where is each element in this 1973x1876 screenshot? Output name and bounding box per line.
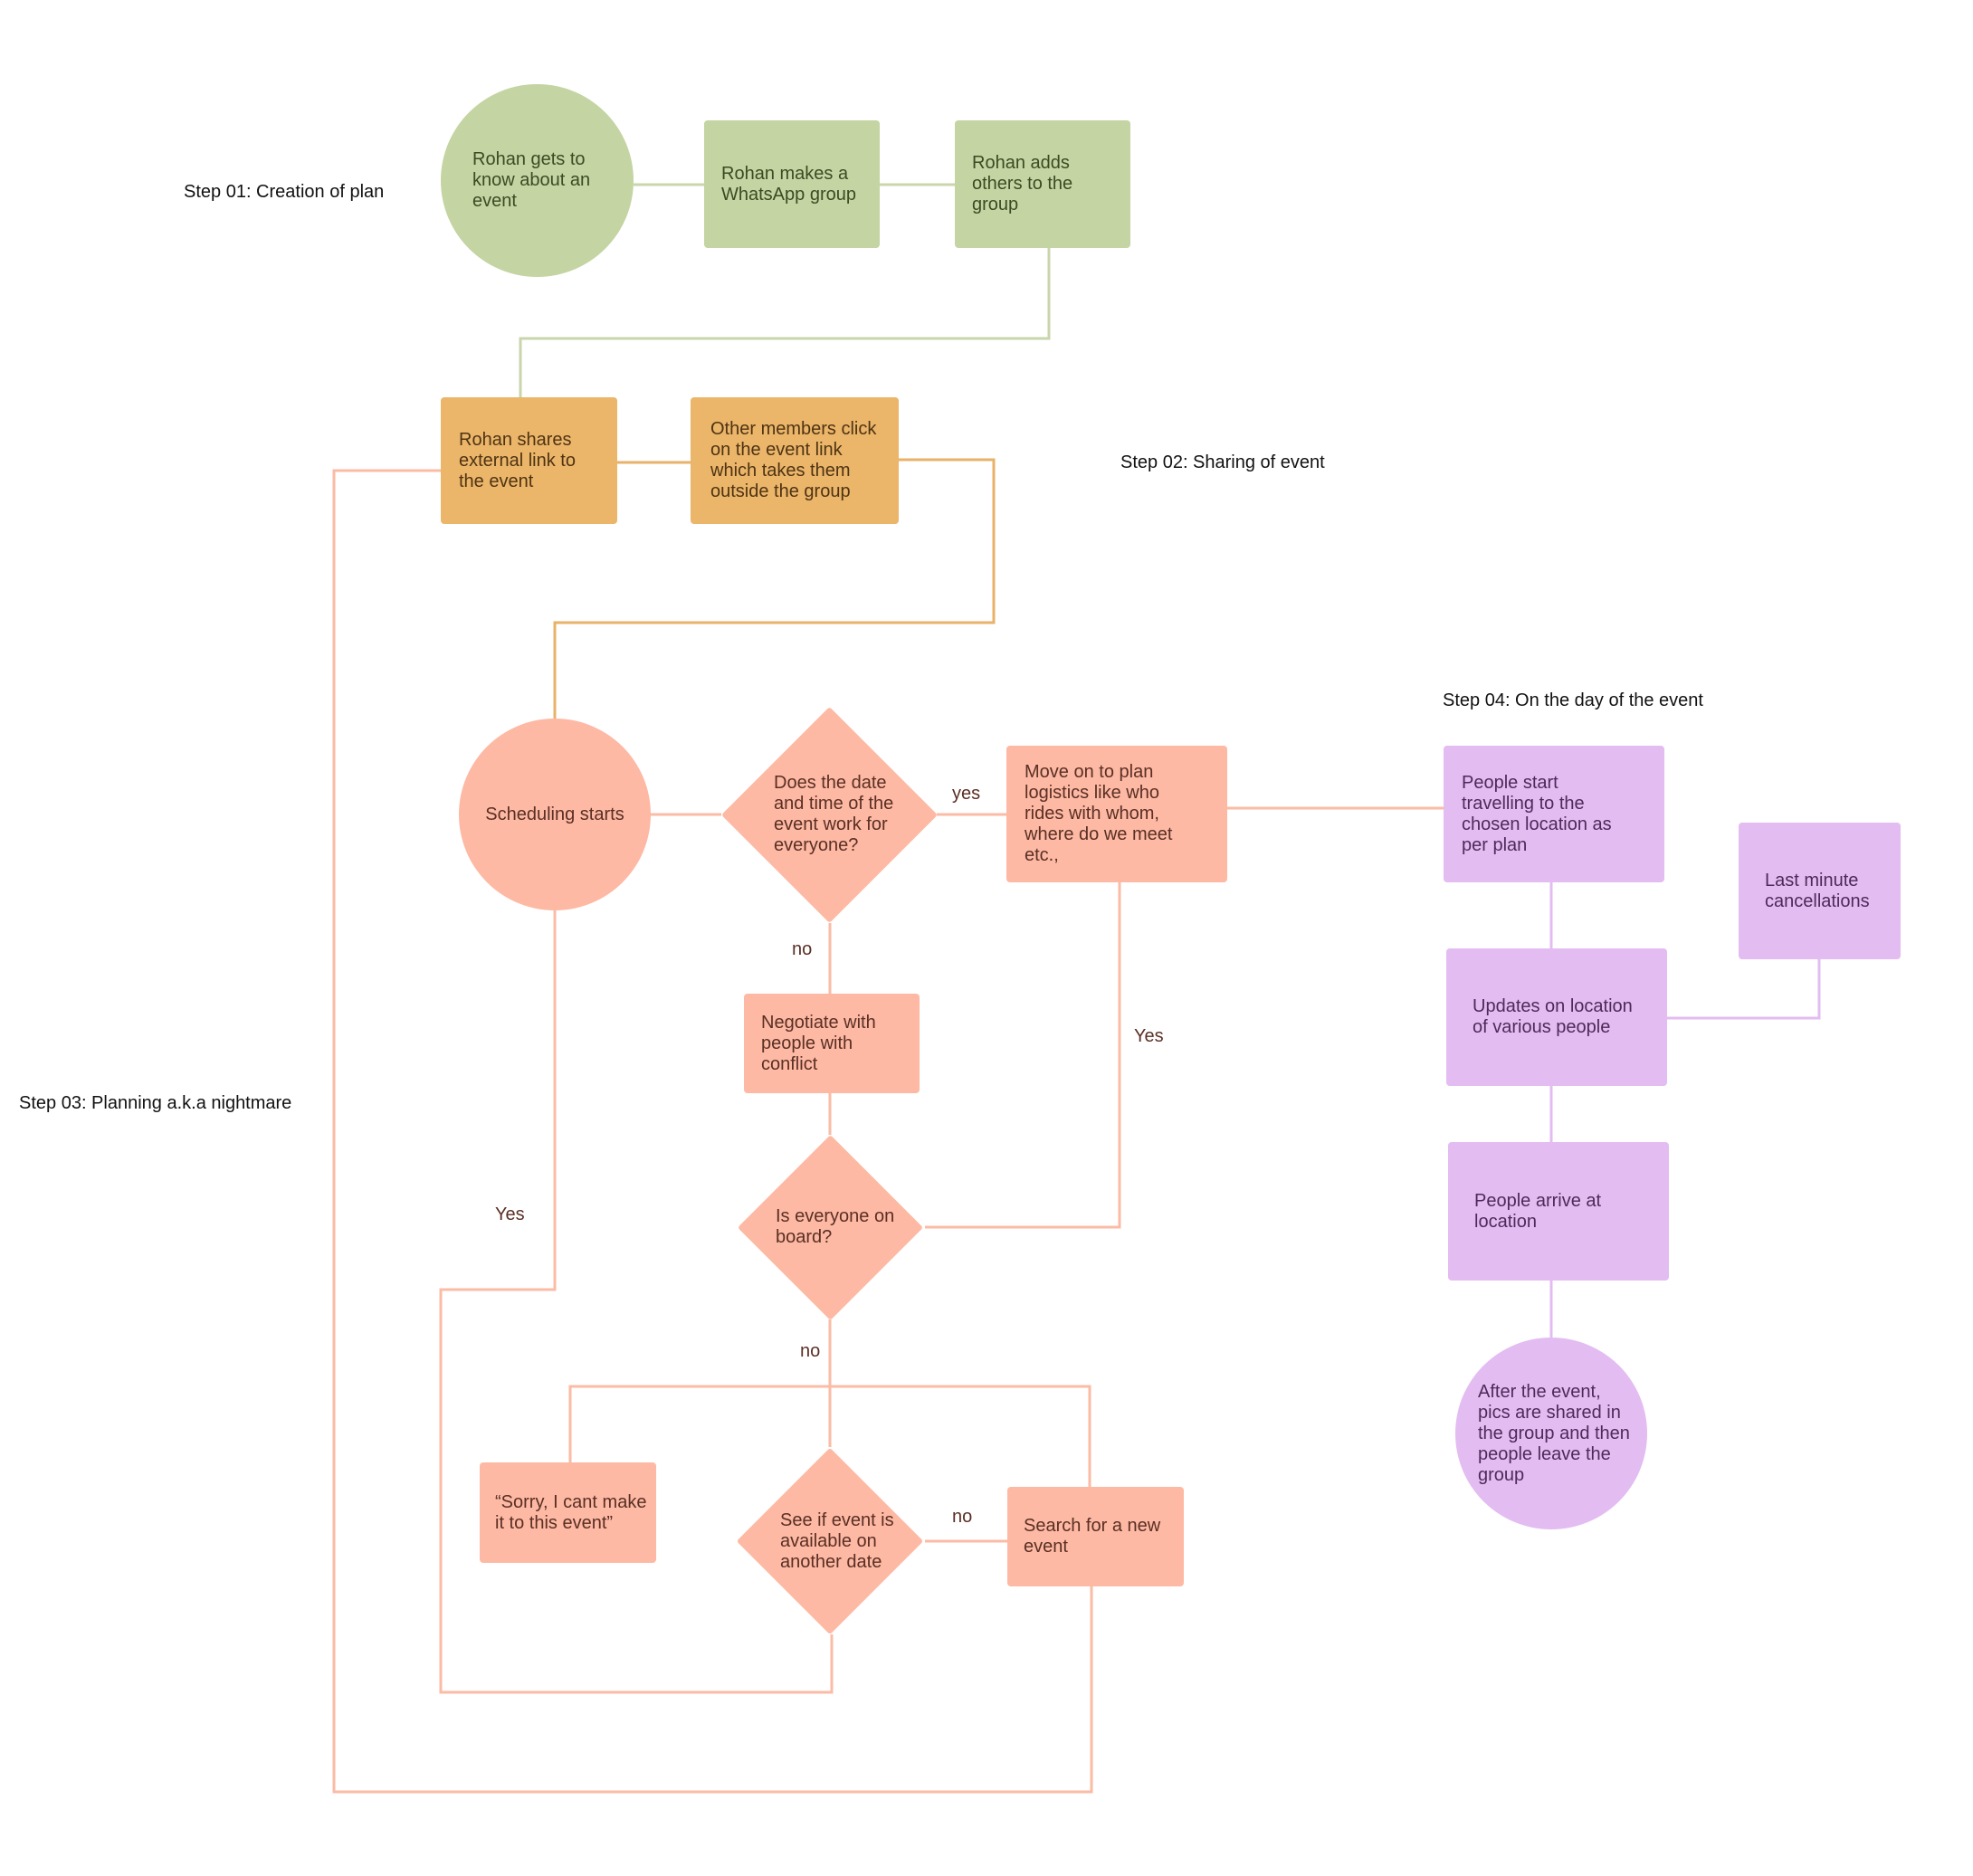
node-last-minute [1739,823,1901,959]
node-sorry [480,1462,656,1563]
node-whatsapp-group-text: Rohan makes a WhatsApp group [721,163,856,205]
node-scheduling-starts-text: Scheduling starts [485,804,624,824]
edge-label-no-another-date: no [952,1507,973,1527]
node-start-travelling-text: People start travelling to the chosen lo… [1462,772,1612,855]
node-date-works-text: Does the date and time of the event work… [774,773,894,855]
node-adds-others-text: Rohan adds others to the group [972,153,1073,214]
step-02-label: Step 02: Sharing of event [1120,452,1325,472]
node-whatsapp-group [704,120,880,248]
node-last-minute-text: Last minute cancellations [1765,870,1870,911]
edge-onboard-yes-to-logistics [925,882,1121,1229]
node-updates-location [1446,948,1667,1086]
node-arrive-location-text: People arrive at location [1474,1190,1602,1232]
node-start-travelling [1444,746,1664,882]
node-arrive-location [1448,1142,1669,1281]
edge-updates-to-cancellations [1667,959,1821,1020]
node-negotiate [744,994,920,1093]
node-everyone-on-board-text: Is everyone on board? [776,1206,895,1247]
node-another-date-text: See if event is available on another dat… [780,1509,894,1572]
edge-adds-to-shares [519,248,1051,397]
node-shares-link-text: Rohan shares external link to the event [459,429,576,491]
node-negotiate-text: Negotiate with people with conflict [761,1012,876,1074]
edge-label-yes-logistics: yes [952,784,981,804]
node-adds-others [955,120,1130,248]
node-scheduling-starts [459,719,651,910]
node-after-event [1455,1338,1647,1529]
node-plan-logistics-text: Move on to plan logistics like who rides… [1025,762,1173,865]
node-rohan-knows [441,84,634,277]
node-search-new [1007,1487,1184,1586]
node-sorry-text: “Sorry, I cant make it to this event” [495,1491,647,1533]
node-members-click [691,397,899,524]
node-updates-location-text: Updates on location of various people [1473,996,1633,1037]
edge-search-loop-to-shares [332,469,1093,1794]
edge-label-yes-scheduling: Yes [495,1205,525,1224]
edge-click-to-scheduling [553,458,996,719]
edge-label-yes-onboard: Yes [1134,1026,1164,1046]
node-after-event-text: After the event, pics are shared in the … [1478,1381,1630,1485]
edge-branch-to-sorry [568,1385,1091,1487]
node-rohan-knows-text: Rohan gets to know about an event [472,149,591,211]
node-plan-logistics [1006,746,1227,882]
edge-scheduling-yes-loop [439,910,834,1694]
node-members-click-text: Other members click on the event link wh… [710,419,877,501]
step-01-label: Step 01: Creation of plan [184,182,385,202]
step-04-label: Step 04: On the day of the event [1443,690,1703,710]
node-shares-link [441,397,617,524]
edge-label-no-negotiate: no [792,939,813,959]
node-search-new-text: Search for a new event [1024,1516,1161,1557]
step-03-label: Step 03: Planning a.k.a nightmare [19,1093,292,1113]
edge-label-no-onboard: no [800,1341,821,1361]
